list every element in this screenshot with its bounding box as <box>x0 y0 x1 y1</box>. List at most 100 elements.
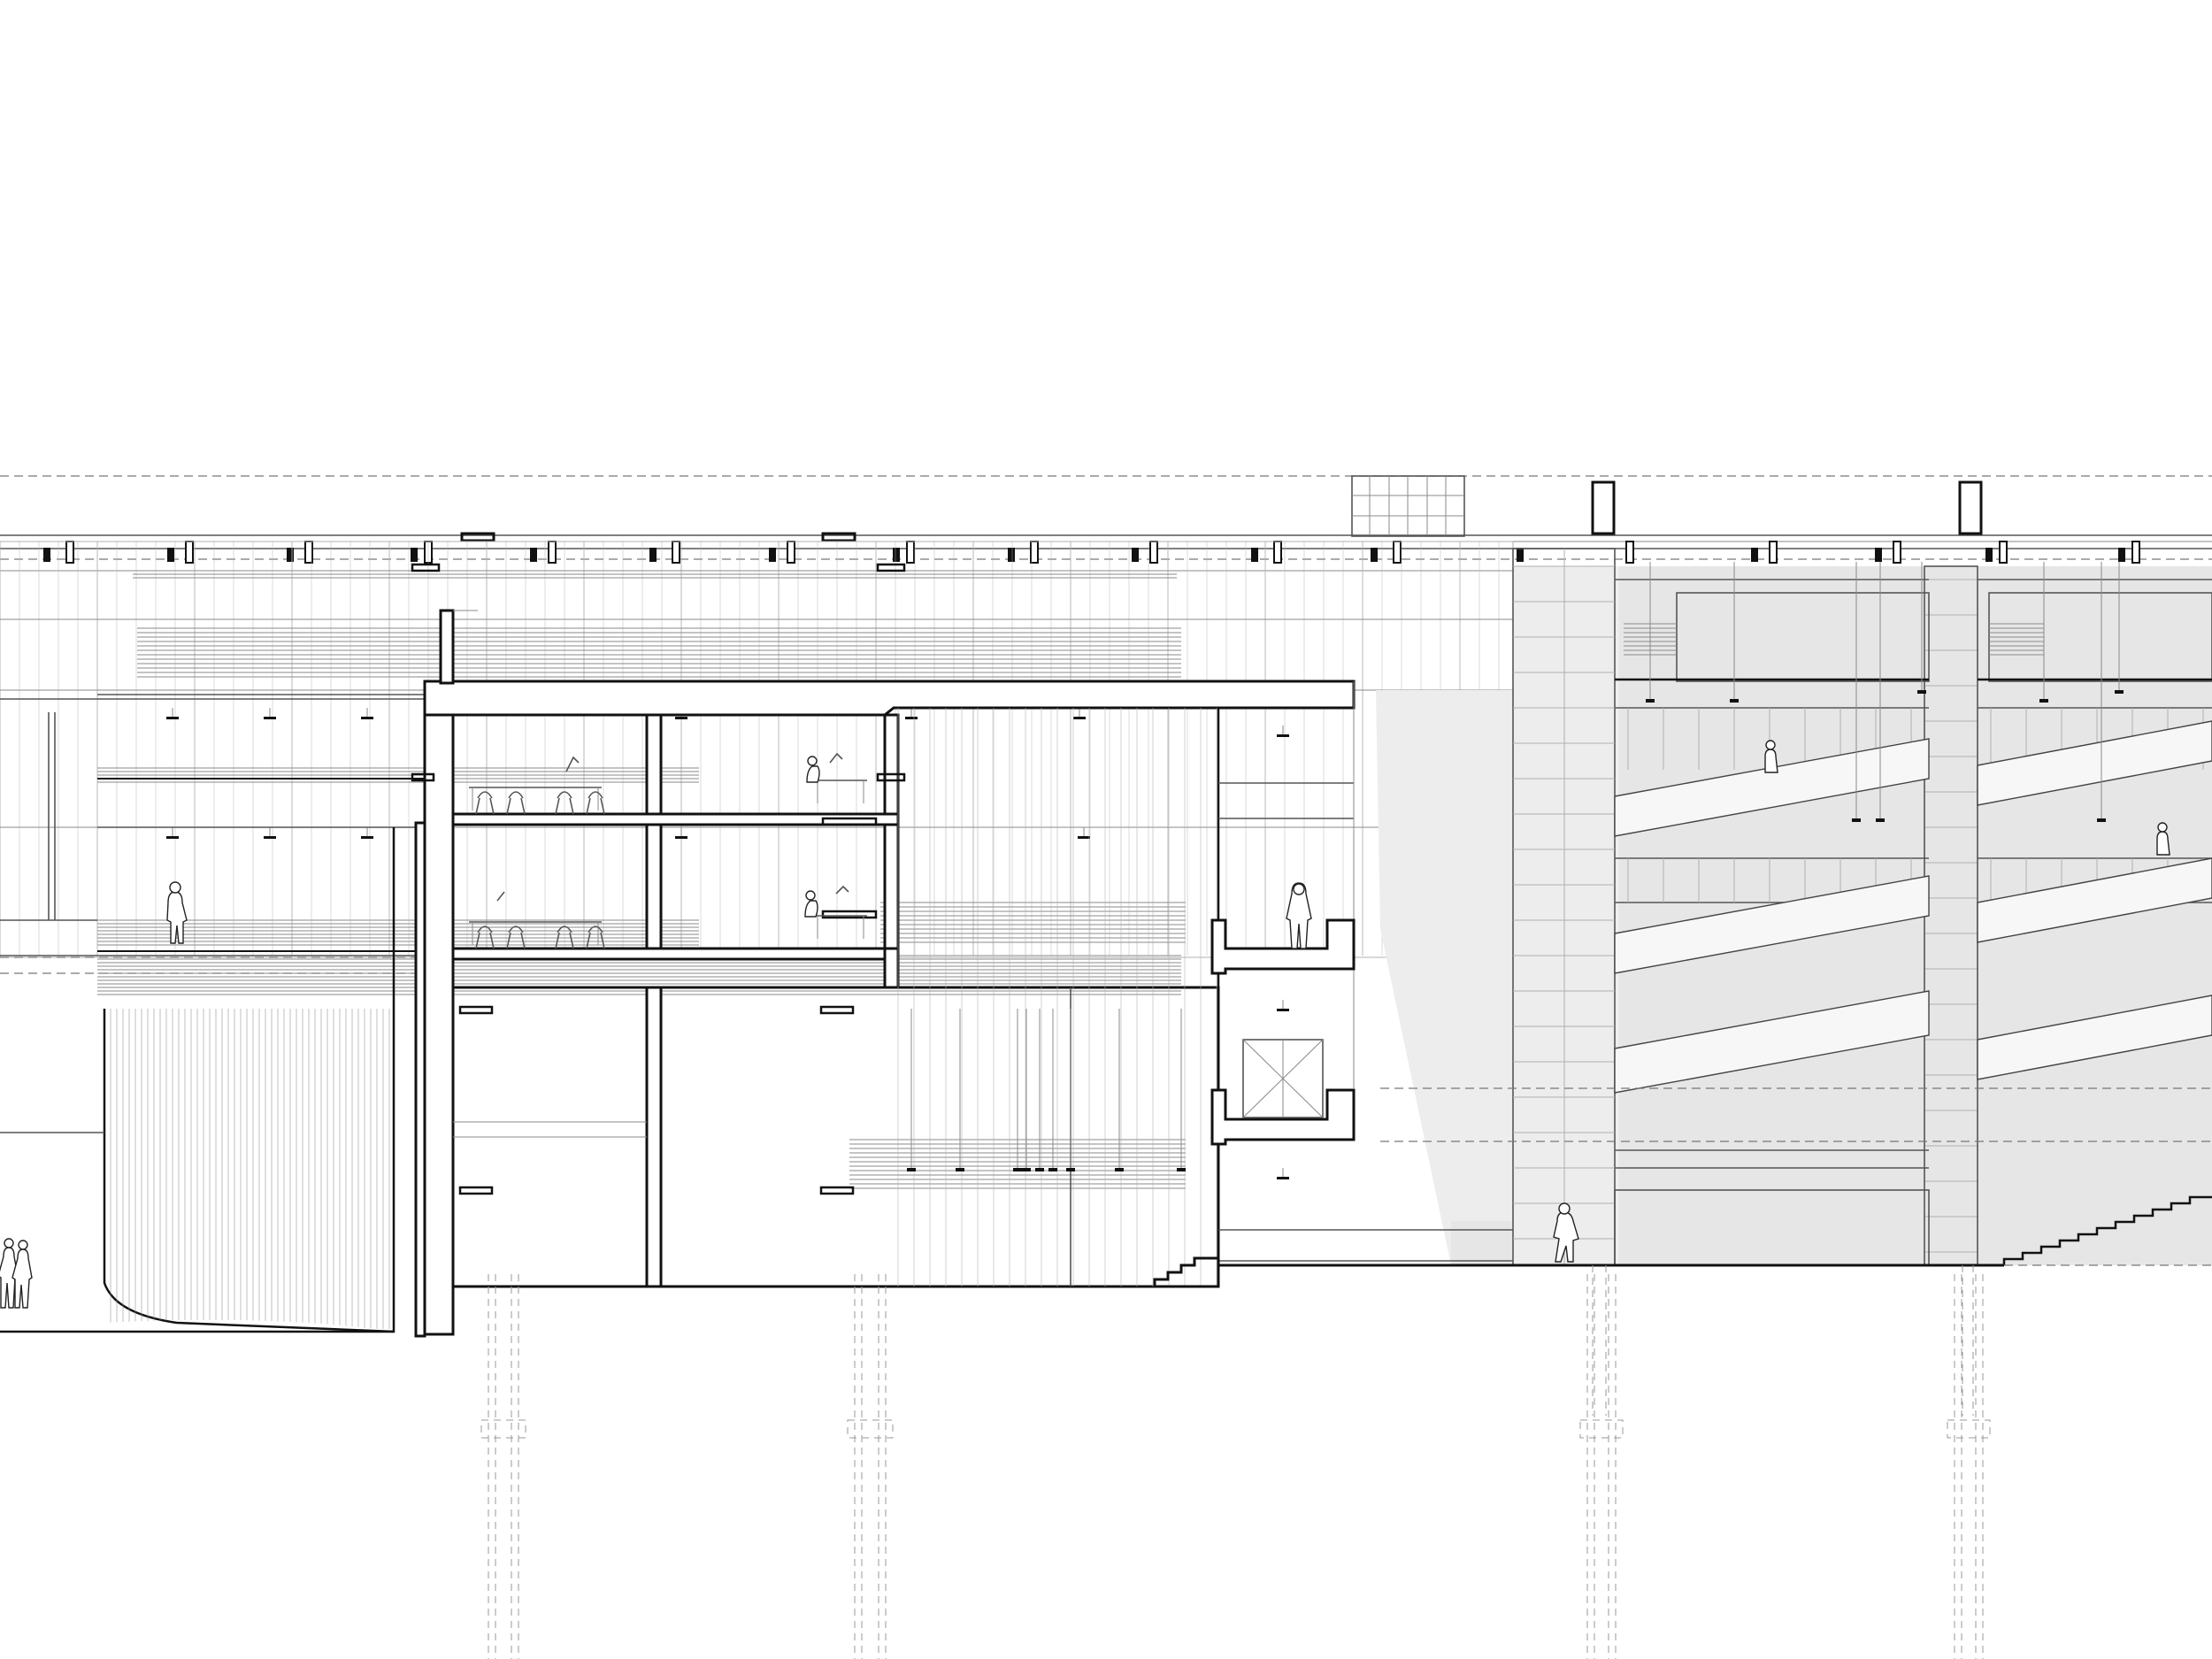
wall-slots <box>411 563 906 1195</box>
roof-joint <box>167 548 174 562</box>
pile-cap <box>847 1419 894 1439</box>
roof-joint <box>1625 541 1634 564</box>
lamp-head <box>675 717 687 719</box>
lamp-head <box>361 717 373 719</box>
atrium-shading <box>1376 566 2212 1265</box>
roof-joint <box>1371 548 1378 562</box>
lamp-head <box>1852 818 1861 822</box>
lamp-head <box>2097 818 2106 822</box>
roof-joint <box>1251 548 1258 562</box>
lamp-head <box>1876 818 1885 822</box>
person-left-office <box>166 891 188 944</box>
roof-joint <box>1985 548 1993 562</box>
void-wall <box>1217 681 1513 1274</box>
roof-joint <box>1893 541 1901 564</box>
lamp-head <box>2039 699 2048 703</box>
roof-joint <box>1393 541 1402 564</box>
roof-joint <box>906 541 915 564</box>
left-curved-wall <box>0 827 396 1333</box>
lamp-head <box>675 836 687 839</box>
left-wing-floors <box>0 694 434 974</box>
chair <box>586 926 605 949</box>
hanging-lamp <box>907 1168 916 1171</box>
roof-joint <box>411 548 418 562</box>
chair <box>506 791 526 815</box>
lamp-head <box>166 836 179 839</box>
roof-joint <box>185 541 194 564</box>
chair <box>555 926 574 949</box>
roof-joint <box>1769 541 1778 564</box>
lamp-head <box>1073 717 1086 719</box>
roof-joint <box>65 541 74 564</box>
roof-joint <box>1132 548 1139 562</box>
chair <box>586 791 605 815</box>
foundation-piles <box>480 1265 1991 1659</box>
hanging-lamp <box>1048 1168 1057 1171</box>
roof-joint <box>1008 548 1015 562</box>
roof-joint <box>1517 548 1524 562</box>
atrium-structure <box>1512 548 2212 1266</box>
office-furniture <box>469 752 867 949</box>
lamp-head <box>1277 734 1289 737</box>
person-atrium-1 <box>1764 749 1778 773</box>
atrium-pendant-lamps <box>166 562 2124 1179</box>
lamp-head <box>1277 1177 1289 1179</box>
pile-cap <box>480 1419 526 1439</box>
person-left-2 <box>12 1248 33 1309</box>
bridge-platforms <box>1210 918 1356 1146</box>
roof-joint <box>548 541 557 564</box>
lamp-head <box>264 836 276 839</box>
person-atrium-2 <box>2156 831 2170 856</box>
hanging-lamp <box>1013 1168 1022 1171</box>
hanging-lamp <box>1066 1168 1075 1171</box>
roof-skylight <box>1351 475 1465 537</box>
roof-vents <box>460 480 1983 542</box>
lamp-head <box>905 717 918 719</box>
left-facade-elevation <box>0 541 1514 1189</box>
roof-joint <box>1999 541 2008 564</box>
hanging-lamp <box>956 1168 964 1171</box>
pile-cap <box>1947 1419 1991 1439</box>
roof-joint <box>1273 541 1282 564</box>
lamp-head <box>361 836 373 839</box>
desk-lamp <box>829 752 849 895</box>
people-figures <box>0 740 2170 1309</box>
lamp-head <box>1917 690 1926 694</box>
hanging-lamp <box>1115 1168 1124 1171</box>
roof-joint <box>2118 548 2125 562</box>
seated-person <box>806 756 820 783</box>
person-standing-bridge <box>1286 882 1312 949</box>
hanging-lamp <box>1177 1168 1186 1171</box>
roof-joint <box>787 541 795 564</box>
lamp-head <box>1078 836 1090 839</box>
seated-person <box>804 890 818 918</box>
desk-lamp <box>496 756 580 902</box>
roof-joint <box>769 548 776 562</box>
roof-joint <box>649 548 657 562</box>
hanging-lamp <box>1022 1168 1031 1171</box>
office-interior <box>897 708 1217 1286</box>
chair <box>475 926 495 949</box>
roof-joint <box>893 548 900 562</box>
hanging-lamp <box>1035 1168 1044 1171</box>
chair <box>506 926 526 949</box>
lamp-head <box>2115 690 2124 694</box>
pile-cap <box>1579 1419 1624 1439</box>
roof-joint <box>287 548 294 562</box>
roof-joint <box>672 541 680 564</box>
person-walking-ground <box>1553 1211 1579 1263</box>
lamp-head <box>166 717 179 719</box>
lamp-head <box>1730 699 1739 703</box>
ground-line <box>1153 1256 2212 1288</box>
lamp-head <box>1277 1009 1289 1011</box>
roof-joint <box>1149 541 1158 564</box>
lamp-head <box>1646 699 1655 703</box>
roof-joint <box>2131 541 2140 564</box>
chair <box>555 791 574 815</box>
roof-joint <box>1751 548 1758 562</box>
roof-joint <box>1875 548 1882 562</box>
roof-joint <box>530 548 537 562</box>
roof-joint <box>43 548 50 562</box>
lamp-head <box>264 717 276 719</box>
